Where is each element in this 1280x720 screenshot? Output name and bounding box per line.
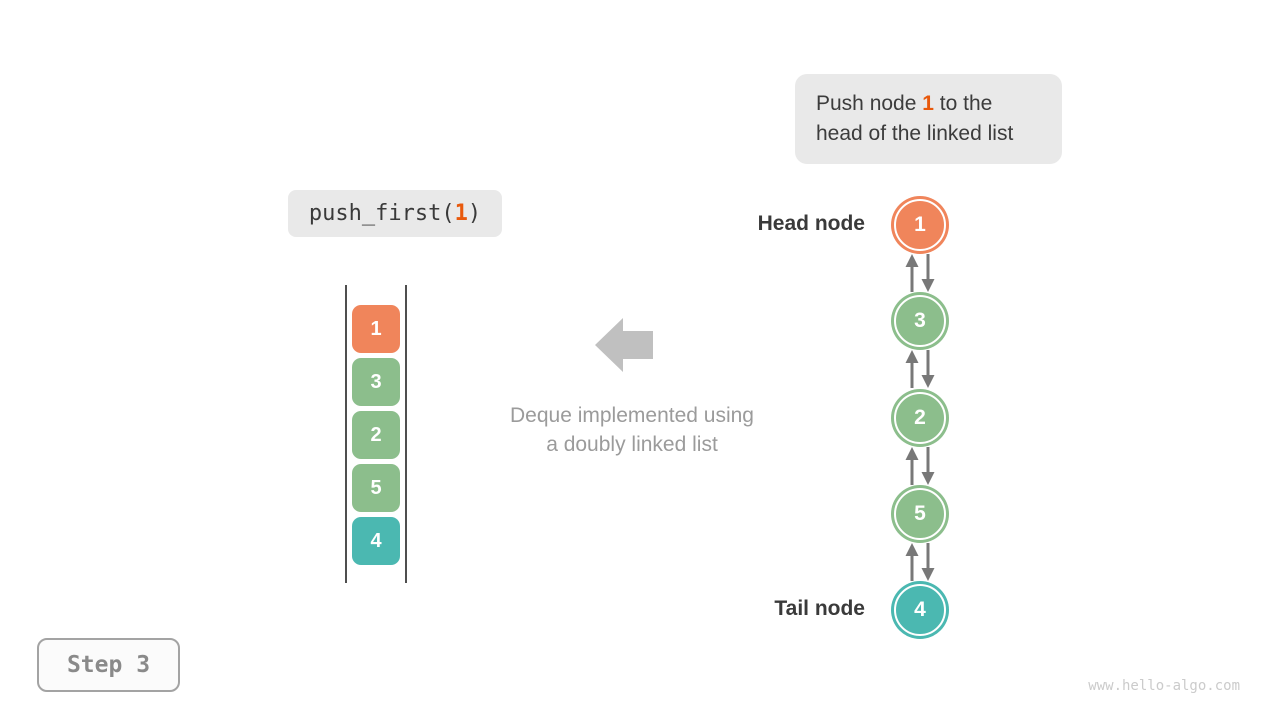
stack-right-wall bbox=[405, 285, 407, 583]
code-call-push-first: push_first(1) bbox=[288, 190, 502, 237]
left-arrow-icon bbox=[595, 318, 653, 372]
caption-line-2: a doubly linked list bbox=[546, 433, 718, 456]
stack-cell: 2 bbox=[352, 411, 400, 459]
stack-left-wall bbox=[345, 285, 347, 583]
step-badge: Step 3 bbox=[37, 638, 180, 692]
callout-line-2: head of the linked list bbox=[816, 122, 1014, 145]
list-node: 3 bbox=[891, 292, 949, 350]
list-node: 1 bbox=[891, 196, 949, 254]
list-node: 5 bbox=[891, 485, 949, 543]
double-arrow-connector bbox=[905, 350, 935, 388]
callout-push-node: Push node 1 to the head of the linked li… bbox=[795, 74, 1062, 164]
code-argument-value: 1 bbox=[454, 201, 468, 226]
head-node-label: Head node bbox=[757, 212, 865, 235]
stack-cell: 1 bbox=[352, 305, 400, 353]
step-label: Step 3 bbox=[66, 652, 151, 678]
callout-highlight-value: 1 bbox=[922, 92, 934, 115]
tail-node-label: Tail node bbox=[774, 597, 865, 620]
double-arrow-connector bbox=[905, 447, 935, 485]
watermark-url: www.hello-algo.com bbox=[1088, 678, 1240, 694]
deque-caption: Deque implemented using a doubly linked … bbox=[452, 401, 812, 459]
callout-line-1: Push node 1 to the bbox=[816, 92, 993, 115]
stack-cell: 5 bbox=[352, 464, 400, 512]
stack-cell: 4 bbox=[352, 517, 400, 565]
list-node: 4 bbox=[891, 581, 949, 639]
caption-line-1: Deque implemented using bbox=[510, 404, 754, 427]
stack-cell: 3 bbox=[352, 358, 400, 406]
double-arrow-connector bbox=[905, 254, 935, 292]
list-node: 2 bbox=[891, 389, 949, 447]
double-arrow-connector bbox=[905, 543, 935, 581]
